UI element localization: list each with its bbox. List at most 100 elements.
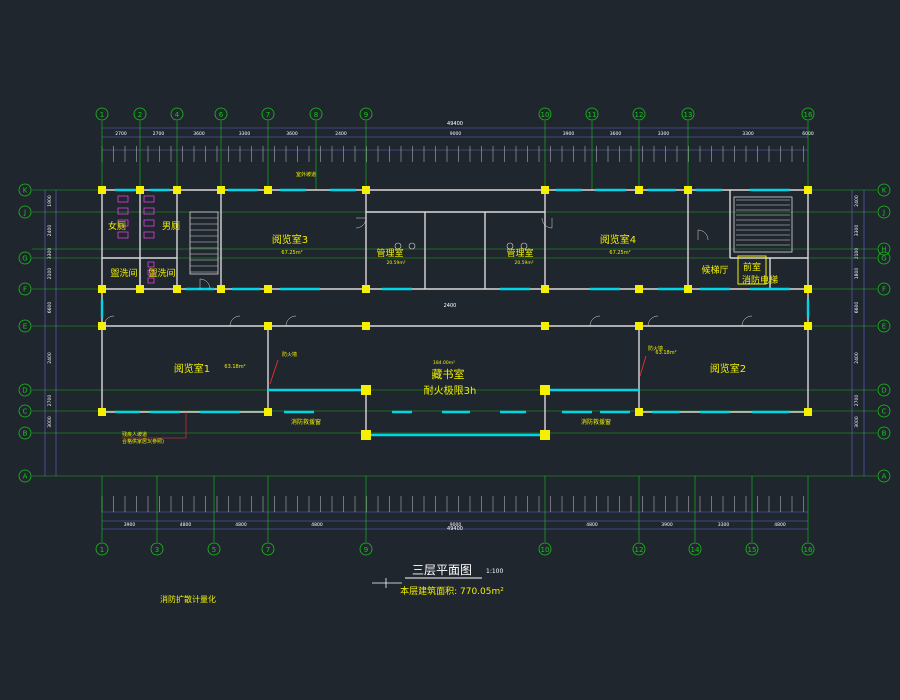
toilet-stall-women	[117, 231, 129, 239]
column	[98, 186, 106, 194]
dim-text-left-segment: 1900	[47, 195, 53, 207]
dim-text-top-segment: 3600	[610, 131, 622, 137]
fire-rating-label: 耐火极限3h	[424, 384, 477, 397]
axis-label-bottom-5: 5	[212, 546, 216, 554]
accessible-note-1: 残疾人坡道	[122, 431, 147, 438]
column	[173, 186, 181, 194]
axis-label-bottom-7: 7	[266, 546, 270, 554]
column	[264, 322, 272, 330]
column	[362, 186, 370, 194]
dim-text-left-segment: 3000	[47, 416, 53, 428]
axis-label-bottom-10: 10	[541, 546, 550, 554]
dim-text-bottom-segment: 4800	[311, 522, 323, 528]
dim-text-top-segment: 3600	[193, 131, 205, 137]
column	[804, 408, 812, 416]
dim-text-right-segment: 2400	[854, 195, 860, 207]
toilet-stall-men	[143, 219, 155, 227]
column	[173, 285, 181, 293]
sink	[147, 269, 155, 276]
room-label-washroom-1: 盥洗间	[110, 267, 137, 279]
axis-label-right-C: C	[882, 408, 887, 416]
column	[635, 322, 643, 330]
column	[98, 408, 106, 416]
axis-bubble-top-10	[538, 107, 552, 121]
axis-bubble-top-9	[359, 107, 373, 121]
axis-label-top-13: 13	[684, 111, 693, 119]
dim-text-left-segment: 2100	[47, 268, 53, 280]
axis-bubble-left-E	[18, 319, 32, 333]
column	[635, 186, 643, 194]
door-swing-reading3	[355, 217, 367, 229]
column	[635, 408, 643, 416]
axis-bubble-bottom-1	[95, 542, 109, 556]
dim-text-top-segment: 3900	[563, 131, 575, 137]
room-label-mens-toilet: 男厕	[162, 221, 180, 232]
axis-bubble-right-E	[877, 319, 891, 333]
windows	[100, 188, 810, 437]
axis-label-right-B: B	[882, 430, 887, 438]
axis-bubble-left-J	[18, 205, 32, 219]
corridor-dimension: 2400	[444, 303, 457, 309]
dim-text-top-segment: 3600	[286, 131, 298, 137]
axis-bubble-left-A	[18, 469, 32, 483]
dim-text-left-segment: 2400	[47, 352, 53, 364]
column	[540, 430, 550, 440]
column	[98, 285, 106, 293]
axis-bubble-right-H	[877, 242, 891, 256]
axis-label-left-B: B	[23, 430, 28, 438]
axis-label-top-1: 1	[100, 111, 104, 119]
axis-bubble-bottom-15	[745, 542, 759, 556]
room-label-elevator-hall: 候梯厅	[701, 264, 728, 276]
sink	[147, 277, 155, 284]
dim-text-bottom-segment: 3300	[718, 522, 730, 528]
axis-bubble-top-2	[133, 107, 147, 121]
axis-bubble-left-B	[18, 426, 32, 440]
column	[361, 385, 371, 395]
axis-label-bottom-14: 14	[691, 546, 700, 554]
dim-text-bottom-segment: 4800	[180, 522, 192, 528]
column	[217, 285, 225, 293]
axis-label-right-K: K	[882, 187, 887, 195]
column	[361, 430, 371, 440]
axis-label-top-8: 8	[314, 111, 318, 119]
axis-label-top-11: 11	[588, 111, 597, 119]
dim-text-top-segment: 2700	[115, 131, 127, 137]
room-area-management-1: 20.59m²	[386, 260, 405, 266]
axis-label-left-F: F	[23, 286, 27, 294]
dim-text-right-segment: 2400	[854, 352, 860, 364]
axis-label-left-K: K	[23, 187, 28, 195]
axis-label-top-4: 4	[175, 111, 180, 119]
dim-text-bottom-segment: 4800	[774, 522, 786, 528]
toilet-stall-men	[143, 195, 155, 203]
column	[804, 186, 812, 194]
fixture-mgmt-2	[506, 242, 514, 250]
top-total-dimension: 49400	[447, 121, 463, 127]
fire-wall-note-1: 防火墙	[282, 351, 297, 358]
toilet-stall-women	[117, 195, 129, 203]
axis-bubble-left-C	[18, 404, 32, 418]
stairs	[189, 196, 793, 285]
column	[804, 322, 812, 330]
room-label-reading-room-3: 阅览室3	[272, 233, 308, 246]
axis-bubble-right-J	[877, 205, 891, 219]
dim-text-top-segment: 2400	[335, 131, 347, 137]
column	[264, 186, 272, 194]
axis-label-right-H: H	[881, 246, 886, 254]
room-label-reading-room-2: 阅览室2	[710, 362, 746, 375]
column	[684, 186, 692, 194]
dim-text-bottom-segment: 4800	[235, 522, 247, 528]
dim-text-bottom-segment: 3900	[124, 522, 136, 528]
toilet-stall-women	[117, 207, 129, 215]
axis-label-bottom-16: 16	[804, 546, 813, 554]
axis-bubble-top-7	[261, 107, 275, 121]
room-label-management-2: 管理室	[506, 247, 533, 259]
room-label-fire-elevator: 消防电梯	[742, 274, 778, 286]
axis-bubble-right-D	[877, 383, 891, 397]
column	[541, 186, 549, 194]
door-swing-elevator-hall	[697, 229, 709, 241]
fire-wall-note-2: 防火墙	[648, 345, 663, 352]
column	[541, 322, 549, 330]
axis-bubble-top-8	[309, 107, 323, 121]
room-label-reading-room-4: 阅览室4	[600, 233, 636, 246]
